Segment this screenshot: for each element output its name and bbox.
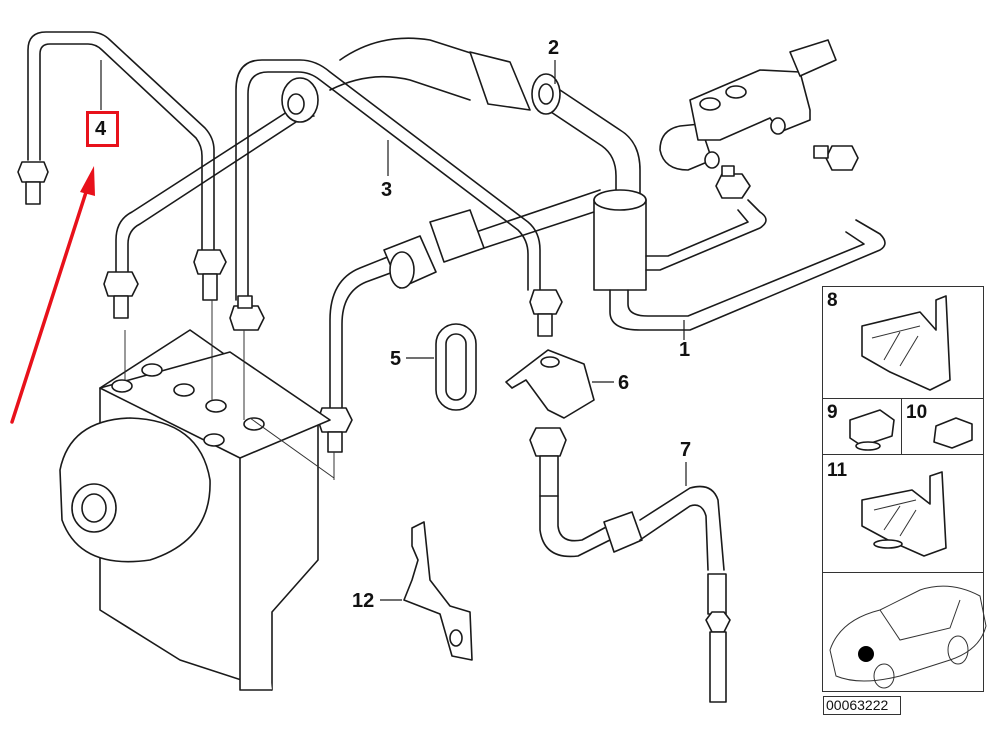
holder-12[interactable] <box>403 521 473 661</box>
callout-12[interactable]: 12 <box>352 590 375 612</box>
grommet-5[interactable] <box>435 323 477 411</box>
inset-label-9: 9 <box>827 402 838 423</box>
callout-5[interactable]: 5 <box>390 348 402 370</box>
inset-cell-8[interactable]: 8 <box>822 286 984 400</box>
inset-label-11: 11 <box>827 460 848 481</box>
inset-label-8: 8 <box>827 290 838 311</box>
callout-3[interactable]: 3 <box>381 179 393 201</box>
brake-line-upper[interactable] <box>281 37 641 201</box>
brake-line-middle[interactable] <box>317 189 601 453</box>
highlight-box <box>86 111 119 147</box>
arrow-head-icon <box>80 166 95 196</box>
abs-hydraulic-unit[interactable] <box>59 300 335 691</box>
brake-hose-7[interactable] <box>529 427 731 703</box>
reference-number: 00063222 <box>823 696 901 715</box>
brake-pipe-1[interactable] <box>593 145 886 331</box>
callout-lines <box>100 60 687 601</box>
callout-2[interactable]: 2 <box>548 37 560 59</box>
inset-cell-9[interactable]: 9 <box>822 398 903 456</box>
callout-6[interactable]: 6 <box>618 372 630 394</box>
callout-1[interactable]: 1 <box>679 339 691 361</box>
callout-4[interactable]: 4 <box>95 118 107 140</box>
inset-cell-vehicle <box>822 572 984 692</box>
brake-pipe-3[interactable] <box>229 59 563 337</box>
annotation-arrow <box>10 166 95 424</box>
brake-pipe-4[interactable] <box>17 31 227 301</box>
inset-cell-10[interactable]: 10 <box>901 398 984 456</box>
bracket-6[interactable] <box>505 349 595 419</box>
inset-label-10: 10 <box>906 402 928 423</box>
callout-7[interactable]: 7 <box>680 439 692 461</box>
master-cylinder <box>659 39 837 171</box>
inset-cell-11[interactable]: 11 <box>822 454 984 574</box>
